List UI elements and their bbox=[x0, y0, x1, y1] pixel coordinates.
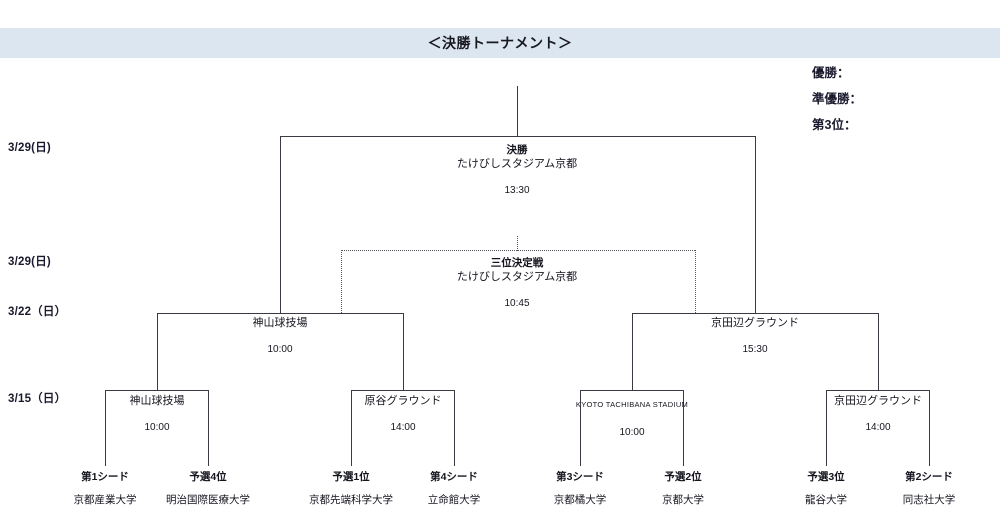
match-final-title: 決勝 bbox=[506, 144, 528, 156]
team-entry-6-seed: 予選2位 bbox=[664, 471, 702, 483]
match-final-venue: たけびしスタジアム京都 bbox=[456, 158, 578, 170]
results-legend: 優勝： 準優勝： 第3位： bbox=[812, 60, 992, 138]
semifinal-bracket-leg-right-inner bbox=[632, 313, 633, 390]
semifinal-bracket-leg-left-inner bbox=[403, 313, 404, 390]
match-quarterfinal-2[interactable]: 原谷グラウンド 14:00 bbox=[342, 394, 464, 435]
date-label-third-place: 3/29(日) bbox=[8, 256, 51, 268]
page-title: ＜決勝トーナメント＞ bbox=[427, 35, 573, 51]
match-quarterfinal-4-venue: 京田辺グラウンド bbox=[834, 395, 922, 407]
match-third-place-time: 10:45 bbox=[504, 298, 530, 309]
match-final[interactable]: 決勝 たけびしスタジアム京都 13:30 bbox=[417, 143, 617, 198]
match-quarterfinal-2-time: 14:00 bbox=[390, 422, 416, 433]
date-label-final: 3/29(日) bbox=[8, 142, 51, 154]
team-entry-2-seed: 予選4位 bbox=[189, 471, 227, 483]
third-place-bracket-leg-left bbox=[341, 250, 342, 313]
match-quarterfinal-3-time: 10:00 bbox=[619, 427, 645, 438]
champion-stem-line bbox=[517, 86, 518, 136]
team-entry-8[interactable]: 第2シード 同志社大学 bbox=[864, 470, 994, 508]
match-quarterfinal-4-time: 14:00 bbox=[865, 422, 891, 433]
semifinal-bracket-bar-right bbox=[632, 313, 879, 314]
semifinal-bracket-leg-left-outer bbox=[157, 313, 158, 390]
team-entry-5-seed: 第3シード bbox=[556, 471, 604, 483]
third-place-bracket-leg-right bbox=[695, 250, 696, 313]
team-entry-5[interactable]: 第3シード 京都橘大学 bbox=[515, 470, 645, 508]
match-semifinal-1-venue: 神山球技場 bbox=[252, 317, 308, 329]
quarterfinal-bracket-leg-1a bbox=[105, 390, 106, 466]
date-label-semifinal: 3/22（日） bbox=[8, 306, 67, 318]
team-entry-4-seed: 第4シード bbox=[430, 471, 478, 483]
result-third-place: 第3位： bbox=[812, 118, 857, 132]
team-entry-6-name: 京都大学 bbox=[662, 494, 704, 506]
match-quarterfinal-2-venue: 原谷グラウンド bbox=[364, 395, 442, 407]
match-semifinal-1-time: 10:00 bbox=[267, 344, 293, 355]
quarterfinal-bracket-leg-4b bbox=[929, 390, 930, 466]
team-entry-7-seed: 予選3位 bbox=[807, 471, 845, 483]
team-entry-3-name: 京都先端科学大学 bbox=[309, 494, 393, 506]
team-entry-1[interactable]: 第1シード 京都産業大学 bbox=[40, 470, 170, 508]
quarterfinal-bracket-leg-1b bbox=[208, 390, 209, 466]
team-entry-4[interactable]: 第4シード 立命館大学 bbox=[389, 470, 519, 508]
quarterfinal-bracket-leg-3b bbox=[683, 390, 684, 466]
match-semifinal-1[interactable]: 神山球技場 10:00 bbox=[200, 316, 360, 357]
quarterfinal-bracket-bar-1 bbox=[105, 390, 209, 391]
final-bracket-leg-left bbox=[280, 136, 281, 313]
quarterfinal-bracket-leg-3a bbox=[580, 390, 581, 466]
match-third-place-venue: たけびしスタジアム京都 bbox=[456, 271, 578, 283]
match-quarterfinal-1-venue: 神山球技場 bbox=[129, 395, 185, 407]
match-semifinal-2-venue: 京田辺グラウンド bbox=[711, 317, 799, 329]
quarterfinal-bracket-bar-2 bbox=[351, 390, 455, 391]
quarterfinal-bracket-bar-3 bbox=[580, 390, 684, 391]
semifinal-bracket-leg-right-outer bbox=[878, 313, 879, 390]
team-entry-7-name: 龍谷大学 bbox=[805, 494, 847, 506]
team-entry-5-name: 京都橘大学 bbox=[553, 494, 607, 506]
match-third-place[interactable]: 三位決定戦 たけびしスタジアム京都 10:45 bbox=[417, 256, 617, 311]
result-runner-up: 準優勝： bbox=[812, 92, 863, 106]
team-entry-8-name: 同志社大学 bbox=[902, 494, 956, 506]
semifinal-bracket-bar-left bbox=[157, 313, 404, 314]
team-entry-2[interactable]: 予選4位 明治国際医療大学 bbox=[143, 470, 273, 508]
match-final-time: 13:30 bbox=[504, 185, 530, 196]
match-semifinal-2[interactable]: 京田辺グラウンド 15:30 bbox=[675, 316, 835, 357]
match-quarterfinal-1[interactable]: 神山球技場 10:00 bbox=[96, 394, 218, 435]
match-quarterfinal-3[interactable]: KYOTO TACHIBANA STADIUM 10:00 bbox=[571, 397, 693, 440]
third-place-bracket-bar bbox=[341, 250, 695, 251]
team-entry-6[interactable]: 予選2位 京都大学 bbox=[618, 470, 748, 508]
team-entry-1-seed: 第1シード bbox=[81, 471, 129, 483]
match-quarterfinal-4[interactable]: 京田辺グラウンド 14:00 bbox=[817, 394, 939, 435]
date-label-quarterfinal: 3/15（日） bbox=[8, 393, 67, 405]
quarterfinal-bracket-leg-2a bbox=[351, 390, 352, 466]
final-bracket-leg-right bbox=[755, 136, 756, 313]
quarterfinal-bracket-leg-4a bbox=[826, 390, 827, 466]
quarterfinal-bracket-leg-2b bbox=[454, 390, 455, 466]
page-title-banner: ＜決勝トーナメント＞ bbox=[0, 28, 1000, 58]
team-entry-7[interactable]: 予選3位 龍谷大学 bbox=[761, 470, 891, 508]
match-quarterfinal-1-time: 10:00 bbox=[144, 422, 170, 433]
team-entry-3[interactable]: 予選1位 京都先端科学大学 bbox=[286, 470, 416, 508]
third-place-stem-line bbox=[517, 236, 518, 251]
result-champion: 優勝： bbox=[812, 66, 850, 80]
team-entry-4-name: 立命館大学 bbox=[427, 494, 481, 506]
match-third-place-title: 三位決定戦 bbox=[490, 257, 544, 269]
match-quarterfinal-3-venue: KYOTO TACHIBANA STADIUM bbox=[575, 400, 689, 409]
match-semifinal-2-time: 15:30 bbox=[742, 344, 768, 355]
quarterfinal-bracket-bar-4 bbox=[826, 390, 930, 391]
team-entry-1-name: 京都産業大学 bbox=[73, 494, 137, 506]
team-entry-8-seed: 第2シード bbox=[905, 471, 953, 483]
team-entry-2-name: 明治国際医療大学 bbox=[166, 494, 250, 506]
final-bracket-bar bbox=[280, 136, 756, 137]
team-entry-3-seed: 予選1位 bbox=[332, 471, 370, 483]
